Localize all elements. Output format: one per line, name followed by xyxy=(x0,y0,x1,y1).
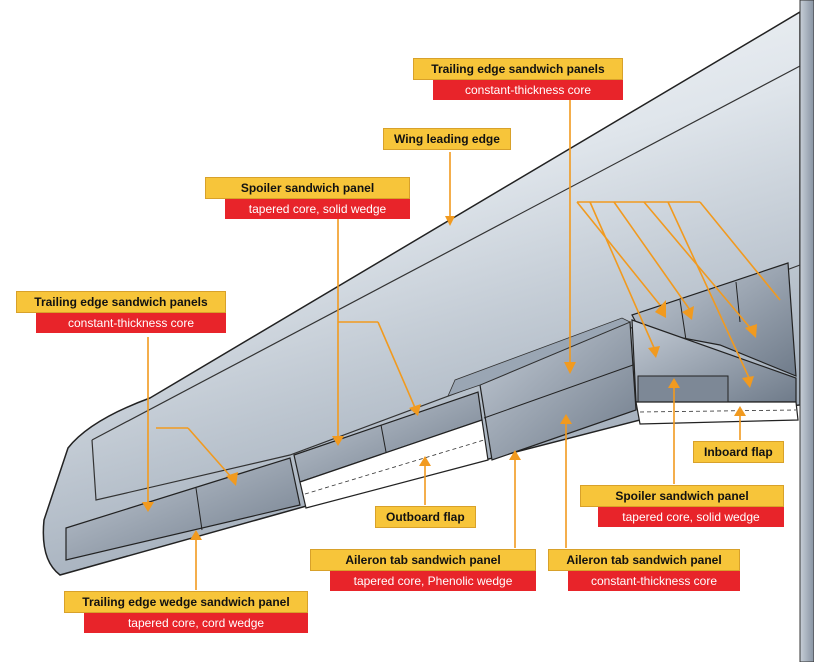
callout-subtitle: tapered core, solid wedge xyxy=(598,507,784,527)
callout-subtitle: tapered core, solid wedge xyxy=(225,199,410,219)
spoiler-divider xyxy=(380,424,387,453)
inboard-flap xyxy=(635,401,799,425)
inboard-flap-hinge xyxy=(639,409,797,413)
callout-subtitle: constant-thickness core xyxy=(36,313,226,333)
aileron-fairing xyxy=(447,317,631,397)
callout-spoiler-top: Spoiler sandwich panel tapered core, sol… xyxy=(205,177,410,219)
leader-arrowheads xyxy=(142,216,757,540)
callout-title: Aileron tab sandwich panel xyxy=(310,549,536,571)
callout-title: Outboard flap xyxy=(375,506,476,528)
aileron-divider xyxy=(483,364,634,419)
callout-subtitle: constant-thickness core xyxy=(568,571,740,591)
callout-subtitle: tapered core, Phenolic wedge xyxy=(330,571,536,591)
callout-title: Trailing edge wedge sandwich panel xyxy=(64,591,308,613)
callout-wing-leading-edge: Wing leading edge xyxy=(383,128,511,150)
inboard-spoiler-box xyxy=(637,375,729,403)
callout-title: Spoiler sandwich panel xyxy=(205,177,410,199)
callout-spoiler-right: Spoiler sandwich panel tapered core, sol… xyxy=(580,485,784,527)
inboard-te-divider-1 xyxy=(679,299,687,341)
te-panel-outboard xyxy=(65,457,301,561)
callout-subtitle: constant-thickness core xyxy=(433,80,623,100)
leader-lines xyxy=(147,100,781,590)
outboard-flap-hinge xyxy=(304,439,485,495)
leading-edge-line xyxy=(91,65,801,441)
callout-title: Spoiler sandwich panel xyxy=(580,485,784,507)
callout-subtitle: tapered core, cord wedge xyxy=(84,613,308,633)
outboard-flap xyxy=(299,419,489,509)
callout-title: Trailing edge sandwich panels xyxy=(413,58,623,80)
callout-aileron-tab-phenolic: Aileron tab sandwich panel tapered core,… xyxy=(310,549,536,591)
callout-title: Trailing edge sandwich panels xyxy=(16,291,226,313)
te-panel-divider xyxy=(195,487,203,531)
callout-title: Wing leading edge xyxy=(383,128,511,150)
callout-title: Aileron tab sandwich panel xyxy=(548,549,740,571)
callout-te-panels-top: Trailing edge sandwich panels constant-t… xyxy=(413,58,623,100)
callout-aileron-tab-constant: Aileron tab sandwich panel constant-thic… xyxy=(548,549,740,591)
callout-te-panels-left: Trailing edge sandwich panels constant-t… xyxy=(16,291,226,333)
callout-inboard-flap: Inboard flap xyxy=(693,441,784,463)
callout-te-wedge: Trailing edge wedge sandwich panel taper… xyxy=(64,591,308,633)
callout-title: Inboard flap xyxy=(693,441,784,463)
callout-outboard-flap: Outboard flap xyxy=(375,506,476,528)
wing-root xyxy=(799,0,814,662)
